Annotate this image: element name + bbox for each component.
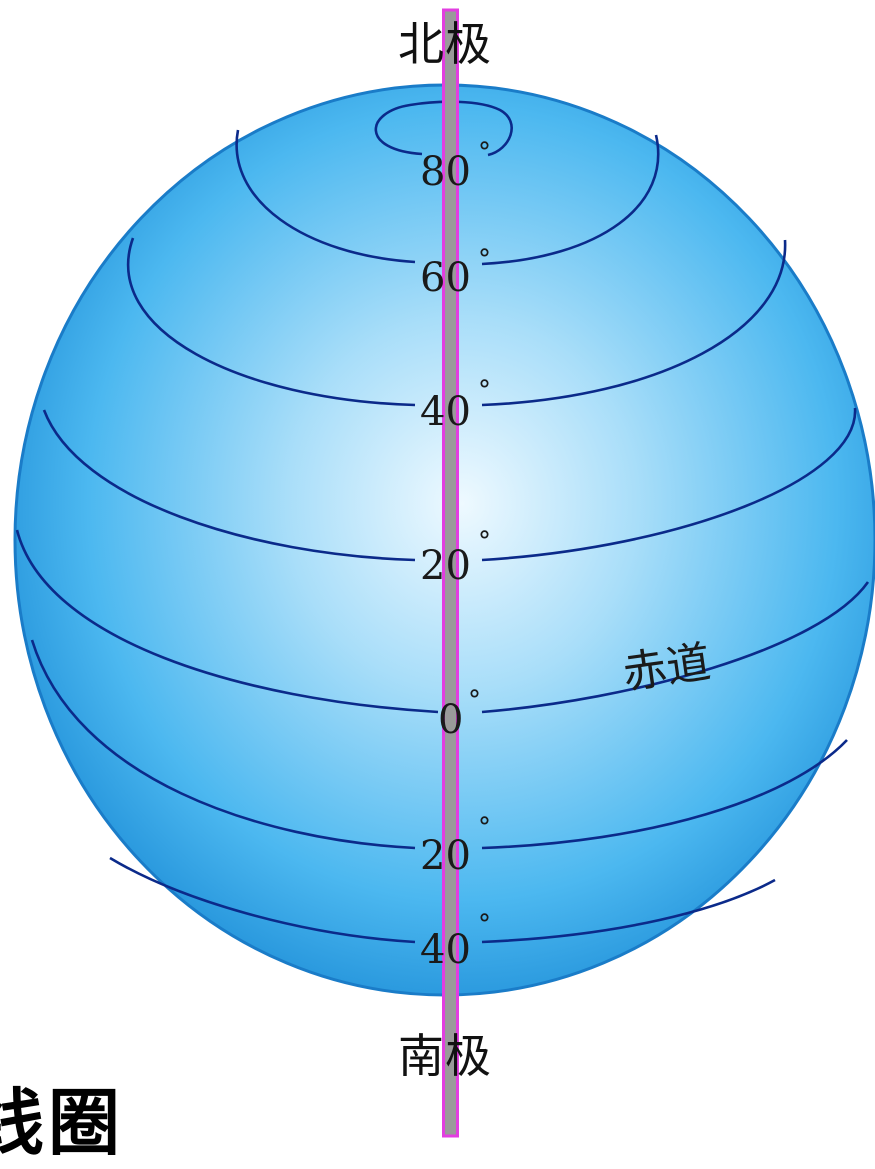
degree-mark-40s: ° xyxy=(478,912,491,938)
degree-mark-equator: ° xyxy=(468,688,481,714)
north-pole-label: 北极 xyxy=(398,8,492,74)
latitude-label-80n: 80 xyxy=(420,152,471,192)
equator-label: 赤道 xyxy=(618,626,714,702)
latitude-label-20s: 20 xyxy=(420,836,471,876)
caption-text: 线圈 xyxy=(0,1064,124,1169)
globe-figure: 北极 南极 80 ° 60 ° 40 ° 20 ° 0 ° 20 ° 40 ° … xyxy=(0,0,875,1139)
degree-mark-80n: ° xyxy=(478,140,491,166)
latitude-label-40n: 40 xyxy=(420,392,471,432)
degree-mark-20s: ° xyxy=(478,815,491,841)
degree-mark-20n: ° xyxy=(478,529,491,555)
south-pole-label: 南极 xyxy=(398,1020,492,1086)
degree-mark-60n: ° xyxy=(478,247,491,273)
latitude-label-20n: 20 xyxy=(420,546,471,586)
degree-mark-40n: ° xyxy=(478,378,491,404)
latitude-label-60n: 60 xyxy=(420,258,471,298)
latitude-label-40s: 40 xyxy=(420,930,471,970)
latitude-label-equator: 0 xyxy=(438,700,463,740)
